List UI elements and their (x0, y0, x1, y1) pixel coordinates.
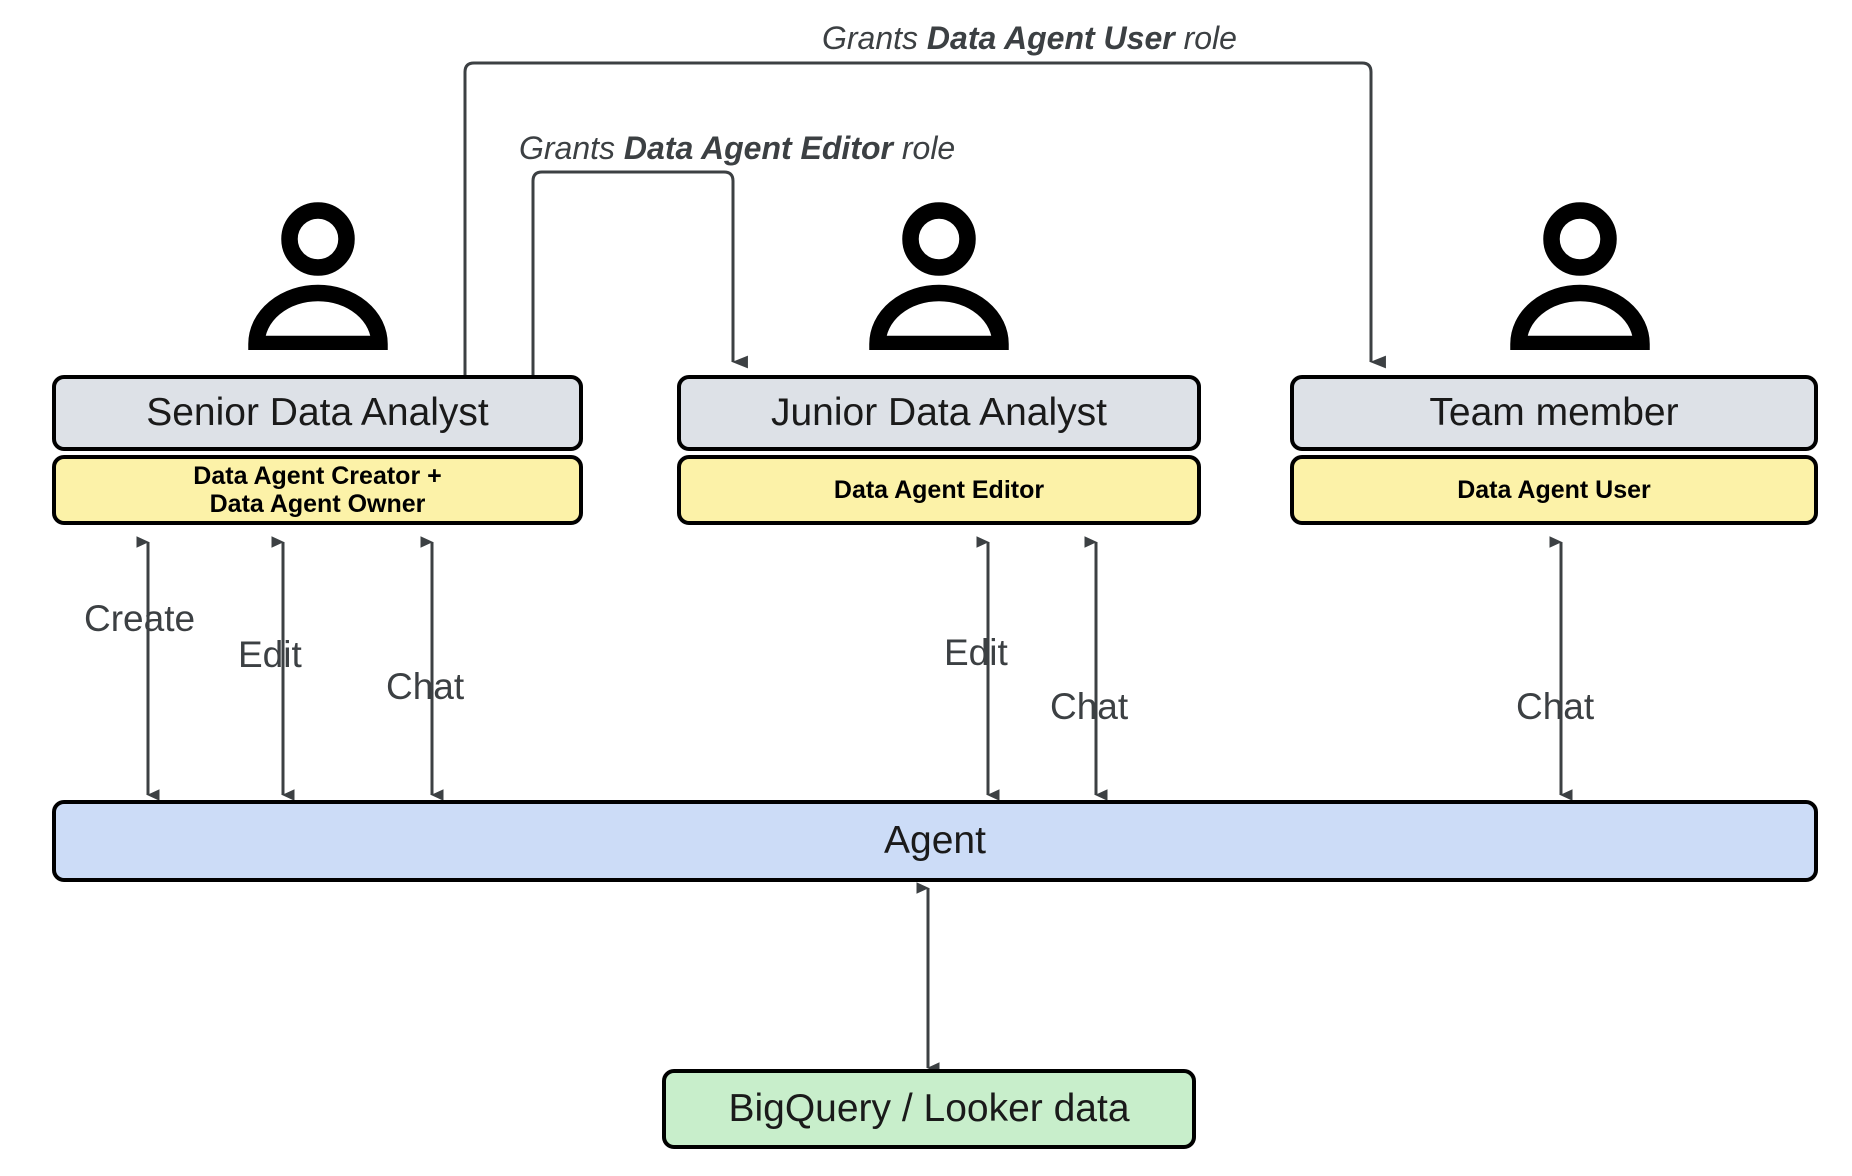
role-title-junior-data-analyst[interactable]: Junior Data Analyst (677, 375, 1201, 451)
person-icon-team (1510, 202, 1650, 350)
role-badge-line-1: Data Agent User (1457, 476, 1651, 504)
edge-label-create: Create (84, 598, 196, 639)
connector-grant-editor (531, 170, 748, 375)
role-badge-line-1: Data Agent Editor (833, 476, 1045, 504)
edge-label-chat-team: Chat (1516, 686, 1595, 727)
grant-label-editor: Grants Data Agent Editor role (519, 132, 955, 164)
edge-label-chat-junior: Chat (1050, 686, 1129, 727)
role-title-label: Senior Data Analyst (146, 391, 489, 435)
datasource-label: BigQuery / Looker data (728, 1087, 1130, 1131)
grant-user-role: Data Agent User (926, 20, 1175, 56)
role-title-senior-data-analyst[interactable]: Senior Data Analyst (52, 375, 583, 451)
agent-label: Agent (884, 819, 986, 863)
edge-label-chat-senior: Chat (386, 666, 465, 707)
role-badge-line-2: Data Agent Owner (209, 490, 426, 518)
role-badge-junior-data-analyst[interactable]: Data Agent Editor (677, 455, 1201, 525)
connector-grant-user (463, 61, 1386, 375)
grant-editor-suffix: role (892, 130, 956, 166)
grant-editor-role: Data Agent Editor (623, 130, 893, 166)
person-icon-senior (248, 202, 388, 350)
role-badge-line-1: Data Agent Creator + (193, 462, 442, 490)
role-badge-text: Data Agent Creator + Data Agent Owner (193, 462, 441, 518)
grant-user-suffix: role (1174, 20, 1237, 56)
edge-label-edit-junior: Edit (944, 632, 1008, 673)
person-icon-junior (869, 202, 1009, 350)
grant-user-prefix: Grants (822, 20, 927, 56)
agent-node[interactable]: Agent (52, 800, 1818, 882)
role-title-label: Junior Data Analyst (770, 391, 1107, 435)
edge-label-edit-senior: Edit (238, 634, 302, 675)
role-title-label: Team member (1429, 391, 1679, 435)
role-badge-team-member[interactable]: Data Agent User (1290, 455, 1818, 525)
role-badge-senior-data-analyst[interactable]: Data Agent Creator + Data Agent Owner (52, 455, 583, 525)
datasource-node[interactable]: BigQuery / Looker data (662, 1069, 1196, 1149)
grant-editor-prefix: Grants (519, 130, 624, 166)
role-title-team-member[interactable]: Team member (1290, 375, 1818, 451)
grant-label-user: Grants Data Agent User role (822, 22, 1237, 54)
